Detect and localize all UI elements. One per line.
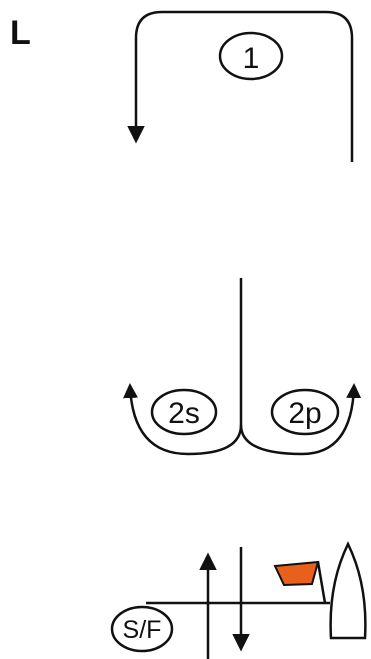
start-finish-circle — [110, 605, 174, 653]
mark-2s-circle — [150, 388, 218, 436]
boat-icon — [329, 541, 367, 640]
mark-2p: 2p — [270, 388, 340, 436]
flag-pole — [316, 561, 327, 604]
flag-cloth — [273, 560, 320, 587]
flag-icon — [273, 560, 327, 604]
mark-2s: 2s — [150, 388, 218, 436]
mark-1-label: 1 — [243, 42, 260, 75]
mark-2p-label: 2p — [288, 397, 321, 430]
start-finish-label: S/F — [123, 616, 162, 644]
course-label: L — [10, 14, 31, 52]
mark-2p-circle — [270, 388, 340, 436]
mark-1-rounding-path — [127, 10, 354, 162]
mark-1: 1 — [218, 31, 284, 81]
mark-2s-label: 2s — [168, 397, 200, 430]
start-finish-mark: S/F — [110, 605, 174, 653]
gate-2p-rounding-path — [239, 383, 362, 456]
gate-2s-rounding-path — [123, 383, 243, 456]
mark-1-circle — [218, 31, 284, 81]
